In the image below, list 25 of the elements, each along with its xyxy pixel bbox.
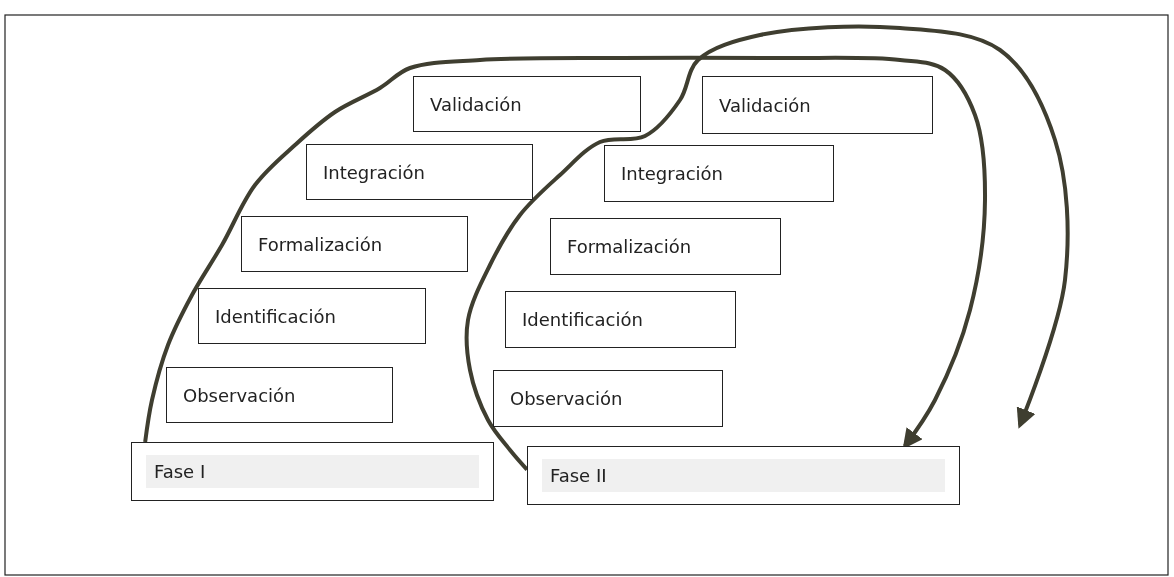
- stage-box: [702, 76, 933, 134]
- stage-label: Observación: [182, 384, 296, 406]
- phase-box: [131, 442, 494, 501]
- stage-box: [493, 370, 723, 427]
- stage-label: Formalización: [566, 236, 692, 257]
- stage-box: [550, 218, 781, 275]
- phase-box: [527, 446, 960, 505]
- stage-box: [604, 145, 834, 202]
- stage-label: Identificación: [521, 309, 643, 330]
- stage-label: Formalización: [257, 233, 383, 255]
- stage-box: [198, 288, 426, 344]
- stage-box: [166, 367, 393, 423]
- stage-box: [505, 291, 736, 348]
- stage-box: [306, 144, 533, 200]
- stage-box: [241, 216, 468, 272]
- stage-label: Integración: [620, 163, 724, 184]
- phase-label: Fase I: [146, 455, 479, 488]
- stage-label: Integración: [322, 161, 426, 183]
- stage-box: [413, 76, 641, 132]
- stage-label: Validación: [718, 94, 811, 116]
- stage-label: Identificación: [214, 305, 336, 327]
- phase-label: Fase II: [542, 459, 945, 492]
- stage-label: Validación: [429, 93, 522, 115]
- curved-arrow: [464, 24, 1070, 471]
- stage-label: Observación: [509, 388, 623, 409]
